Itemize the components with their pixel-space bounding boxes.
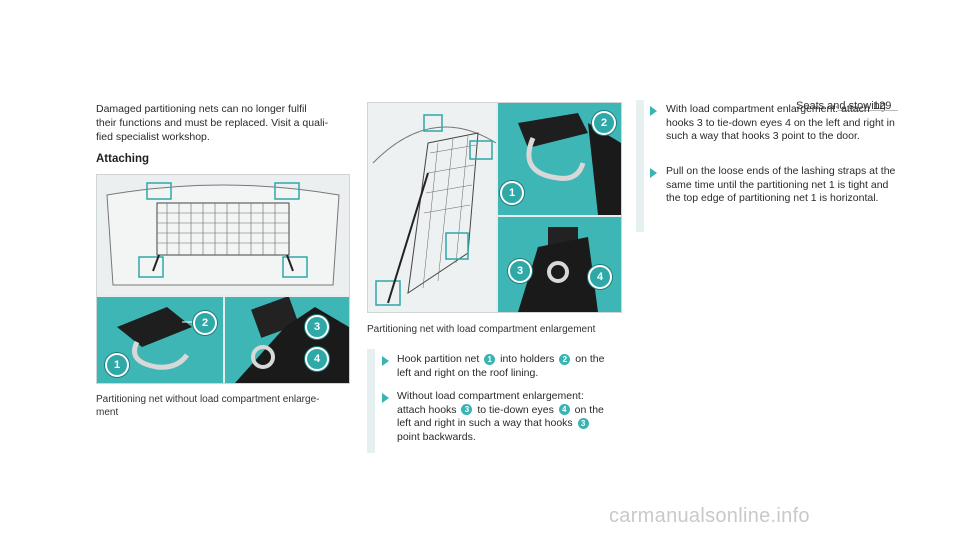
detail-tiedown-eye bbox=[225, 296, 349, 383]
section-title: Seats and stowing bbox=[796, 100, 886, 112]
section-heading: Attaching bbox=[96, 153, 150, 165]
step-arrow-icon bbox=[382, 393, 389, 403]
figure-caption-left-2: ment bbox=[96, 407, 119, 418]
callout-3: 3 bbox=[305, 315, 329, 339]
step-arrow-icon bbox=[382, 356, 389, 366]
detail-roof-holder-2 bbox=[498, 103, 621, 215]
figure-caption-left-1: Partitioning net without load compartmen… bbox=[96, 394, 320, 405]
overview-panel bbox=[368, 103, 497, 312]
callout-1: 1 bbox=[500, 181, 524, 205]
watermark: carmanualsonline.info bbox=[609, 505, 810, 527]
step-4-text: Pull on the loose ends of the lashing st… bbox=[666, 165, 896, 204]
badge-1: 1 bbox=[484, 353, 496, 365]
callout-3: 3 bbox=[508, 259, 532, 283]
badge-3: 3 bbox=[577, 417, 589, 429]
step-arrow-icon bbox=[650, 168, 657, 178]
step-panel-right bbox=[636, 100, 644, 232]
step-2-text: Without load compartment enlargement: at… bbox=[397, 390, 604, 443]
step-arrow-icon bbox=[650, 106, 657, 116]
step-3-text: With load compartment enlargement: attac… bbox=[666, 103, 895, 142]
intro-line-3: fied specialist workshop. bbox=[96, 131, 210, 143]
callout-4: 4 bbox=[588, 265, 612, 289]
badge-3: 3 bbox=[461, 404, 473, 416]
intro-line-1: Damaged partitioning nets can no longer … bbox=[96, 103, 307, 115]
callout-2: 2 bbox=[592, 111, 616, 135]
tiedown-eye-illustration bbox=[235, 296, 349, 383]
callout-1: 1 bbox=[105, 353, 129, 377]
badge-4: 4 bbox=[558, 404, 570, 416]
figure-caption-middle: Partitioning net with load compartment e… bbox=[367, 324, 596, 335]
page-number: 129 bbox=[873, 100, 892, 112]
step-1-text: Hook partition net 1 into holders 2 on t… bbox=[397, 353, 605, 379]
callout-4: 4 bbox=[305, 347, 329, 371]
tiedown-eye-illustration-2 bbox=[518, 227, 598, 312]
callout-2: 2 bbox=[193, 311, 217, 335]
figure-net-without-enlargement: 1 2 3 4 bbox=[96, 174, 350, 384]
badge-2: 2 bbox=[559, 353, 571, 365]
figure-net-with-enlargement: 1 2 3 4 bbox=[367, 102, 622, 313]
step-panel-middle bbox=[367, 349, 375, 453]
intro-line-2: their functions and must be replaced. Vi… bbox=[96, 117, 329, 129]
net-overview-illustration bbox=[372, 114, 497, 306]
header-rule bbox=[838, 110, 898, 111]
roof-holder-illustration-2 bbox=[518, 113, 621, 215]
car-interior-illustration bbox=[97, 175, 349, 295]
